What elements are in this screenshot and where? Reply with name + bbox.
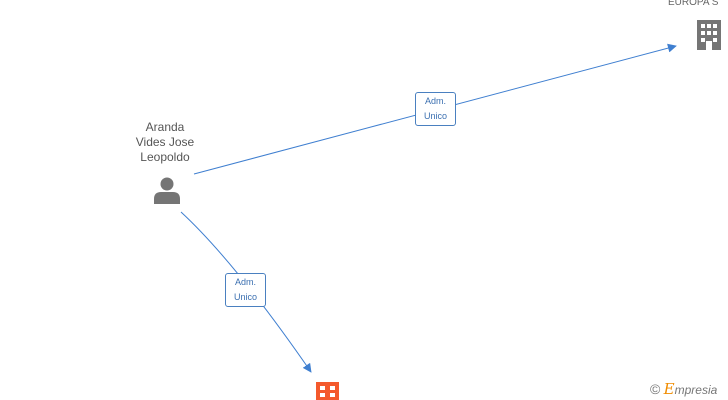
brand-logo-text: mpresia xyxy=(674,383,718,397)
copyright-symbol: © xyxy=(650,381,661,397)
person-name-label[interactable]: Aranda Vides Jose Leopoldo xyxy=(120,120,210,165)
building-icon[interactable] xyxy=(697,20,721,50)
edge-label-line: Adm. xyxy=(424,96,446,106)
edge-label-line: Adm. xyxy=(234,277,256,287)
building-icon-highlighted[interactable] xyxy=(316,382,339,400)
person-icon[interactable] xyxy=(154,177,180,205)
person-name-line: Aranda xyxy=(145,120,185,134)
edge-label-role: Adm. Unico xyxy=(415,92,456,126)
edge-label-role: Adm. Unico xyxy=(225,273,266,307)
edge-label-line: Unico xyxy=(423,111,447,121)
edge-label-line: Unico xyxy=(233,292,257,302)
person-name-line: Leopoldo xyxy=(140,150,190,164)
empresia-watermark: © Empresia xyxy=(650,380,728,398)
company-top-label[interactable]: EUROPA S xyxy=(668,0,719,8)
person-name-line: Vides Jose xyxy=(135,135,195,149)
brand-logo-initial: E xyxy=(663,380,675,398)
